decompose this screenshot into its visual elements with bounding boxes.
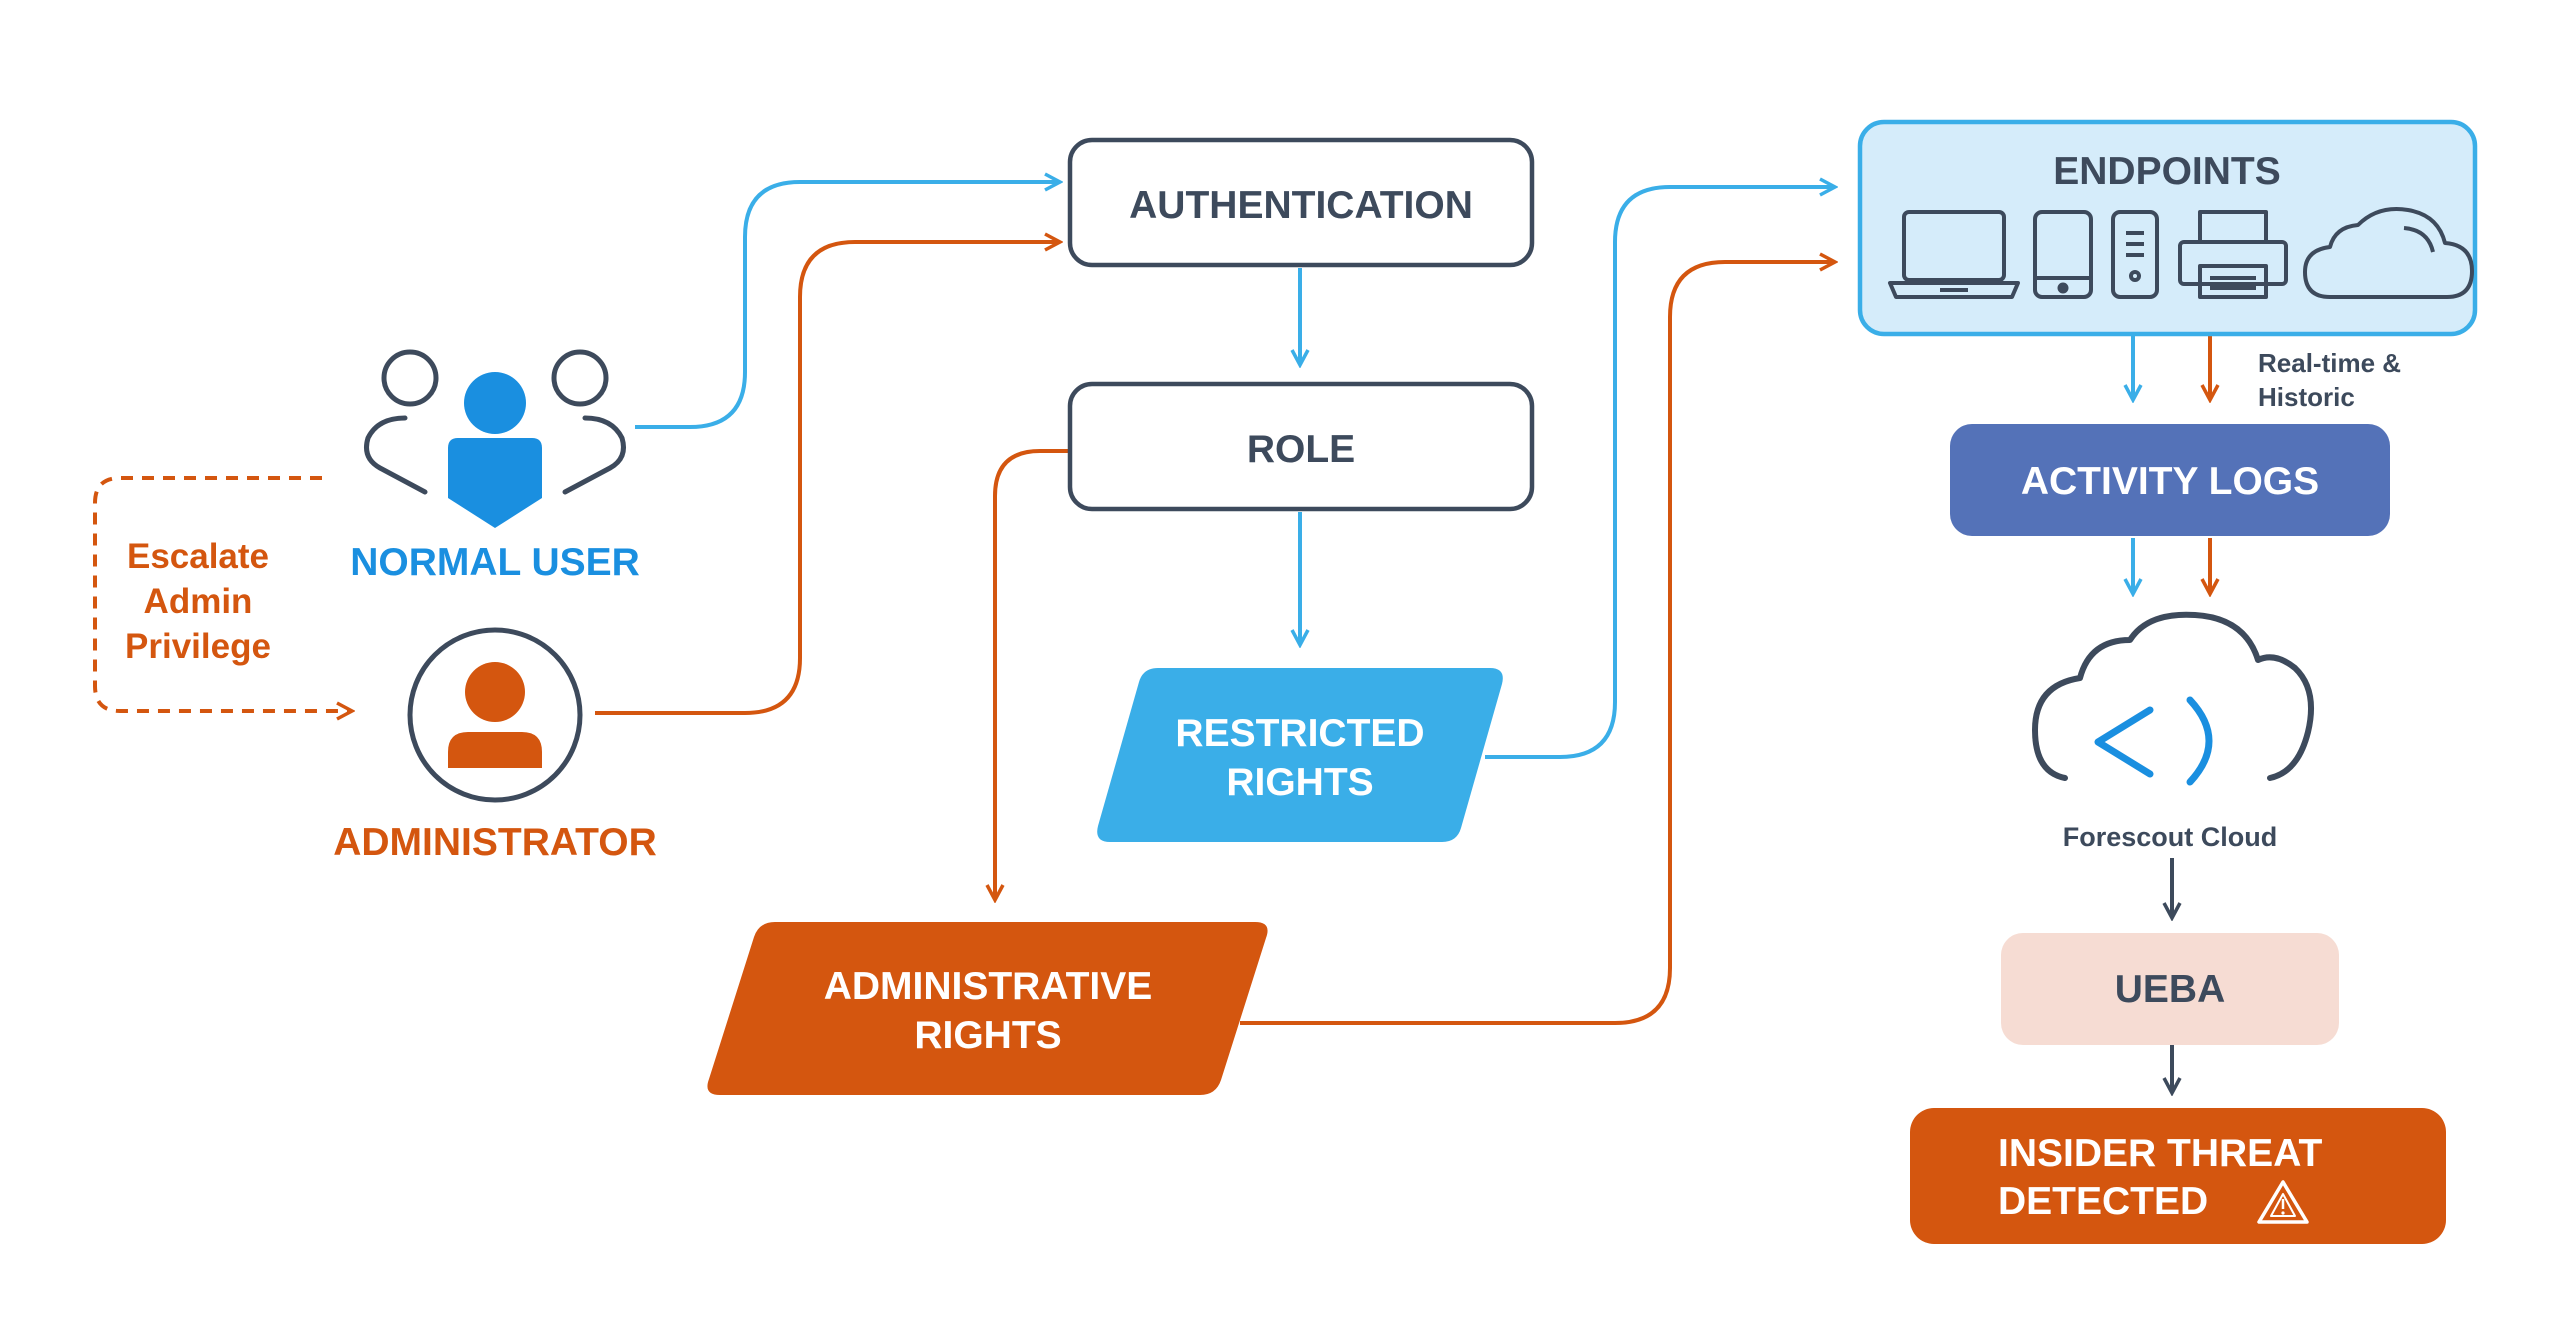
user-to-auth-arrow	[635, 182, 1060, 429]
realtime-label-line-2: Historic	[2258, 382, 2355, 412]
administrator-label: ADMINISTRATOR	[333, 821, 657, 864]
authentication-box	[1067, 137, 1535, 268]
realtime-label-line-1: Real-time &	[2258, 348, 2401, 378]
forescout-cloud-label: Forescout Cloud	[2063, 822, 2278, 852]
authentication-label: AUTHENTICATION	[1129, 184, 1473, 227]
normal-user-group-icon	[364, 349, 626, 528]
administrative-rights-shape	[707, 922, 1268, 1095]
role-to-admin-rights-arrow	[995, 449, 1070, 900]
insider-threat-line-2: DETECTED	[1998, 1180, 2208, 1223]
ueba-box	[2001, 933, 2339, 1045]
escalate-label: Escalate Admin Privilege	[125, 537, 271, 666]
realtime-historic-label: Real-time & Historic	[2258, 348, 2401, 412]
restricted-rights-line-1: RESTRICTED	[1175, 712, 1424, 755]
insider-threat-box	[1910, 1108, 2446, 1244]
escalate-label-line-2: Admin	[144, 582, 253, 621]
normal-user-label: NORMAL USER	[350, 541, 640, 584]
administrative-rights-line-1: ADMINISTRATIVE	[824, 965, 1153, 1008]
escalate-label-line-3: Privilege	[125, 627, 271, 666]
printer-icon	[2178, 210, 2288, 299]
cloud-icon	[2303, 207, 2474, 299]
escalate-dashed-arrow	[93, 476, 352, 711]
laptop-icon	[1888, 210, 2020, 299]
insider-threat-line-1: INSIDER THREAT	[1998, 1132, 2322, 1175]
activity-logs-box	[1950, 424, 2390, 536]
restricted-rights-shape	[1097, 668, 1503, 842]
administrator-icon	[407, 627, 583, 803]
ueba-label: UEBA	[2115, 968, 2226, 1011]
role-label: ROLE	[1247, 428, 1355, 471]
endpoints-label: ENDPOINTS	[2053, 150, 2281, 193]
warning-icon	[2257, 1180, 2309, 1224]
escalate-label-line-1: Escalate	[127, 537, 269, 576]
phone-icon	[2111, 210, 2159, 299]
connectors	[93, 182, 2210, 1093]
restricted-rights-line-2: RIGHTS	[1226, 761, 1373, 804]
restricted-to-endpoints-arrow	[1485, 187, 1835, 759]
activity-logs-label: ACTIVITY LOGS	[2021, 460, 2319, 503]
forescout-cloud-icon	[2032, 611, 2314, 786]
role-box	[1067, 381, 1535, 512]
admin-to-auth-arrow	[595, 242, 1060, 715]
admin-rights-to-endpoints-arrow	[1240, 262, 1835, 1025]
administrative-rights-line-2: RIGHTS	[914, 1014, 1061, 1057]
tablet-icon	[2033, 210, 2093, 299]
